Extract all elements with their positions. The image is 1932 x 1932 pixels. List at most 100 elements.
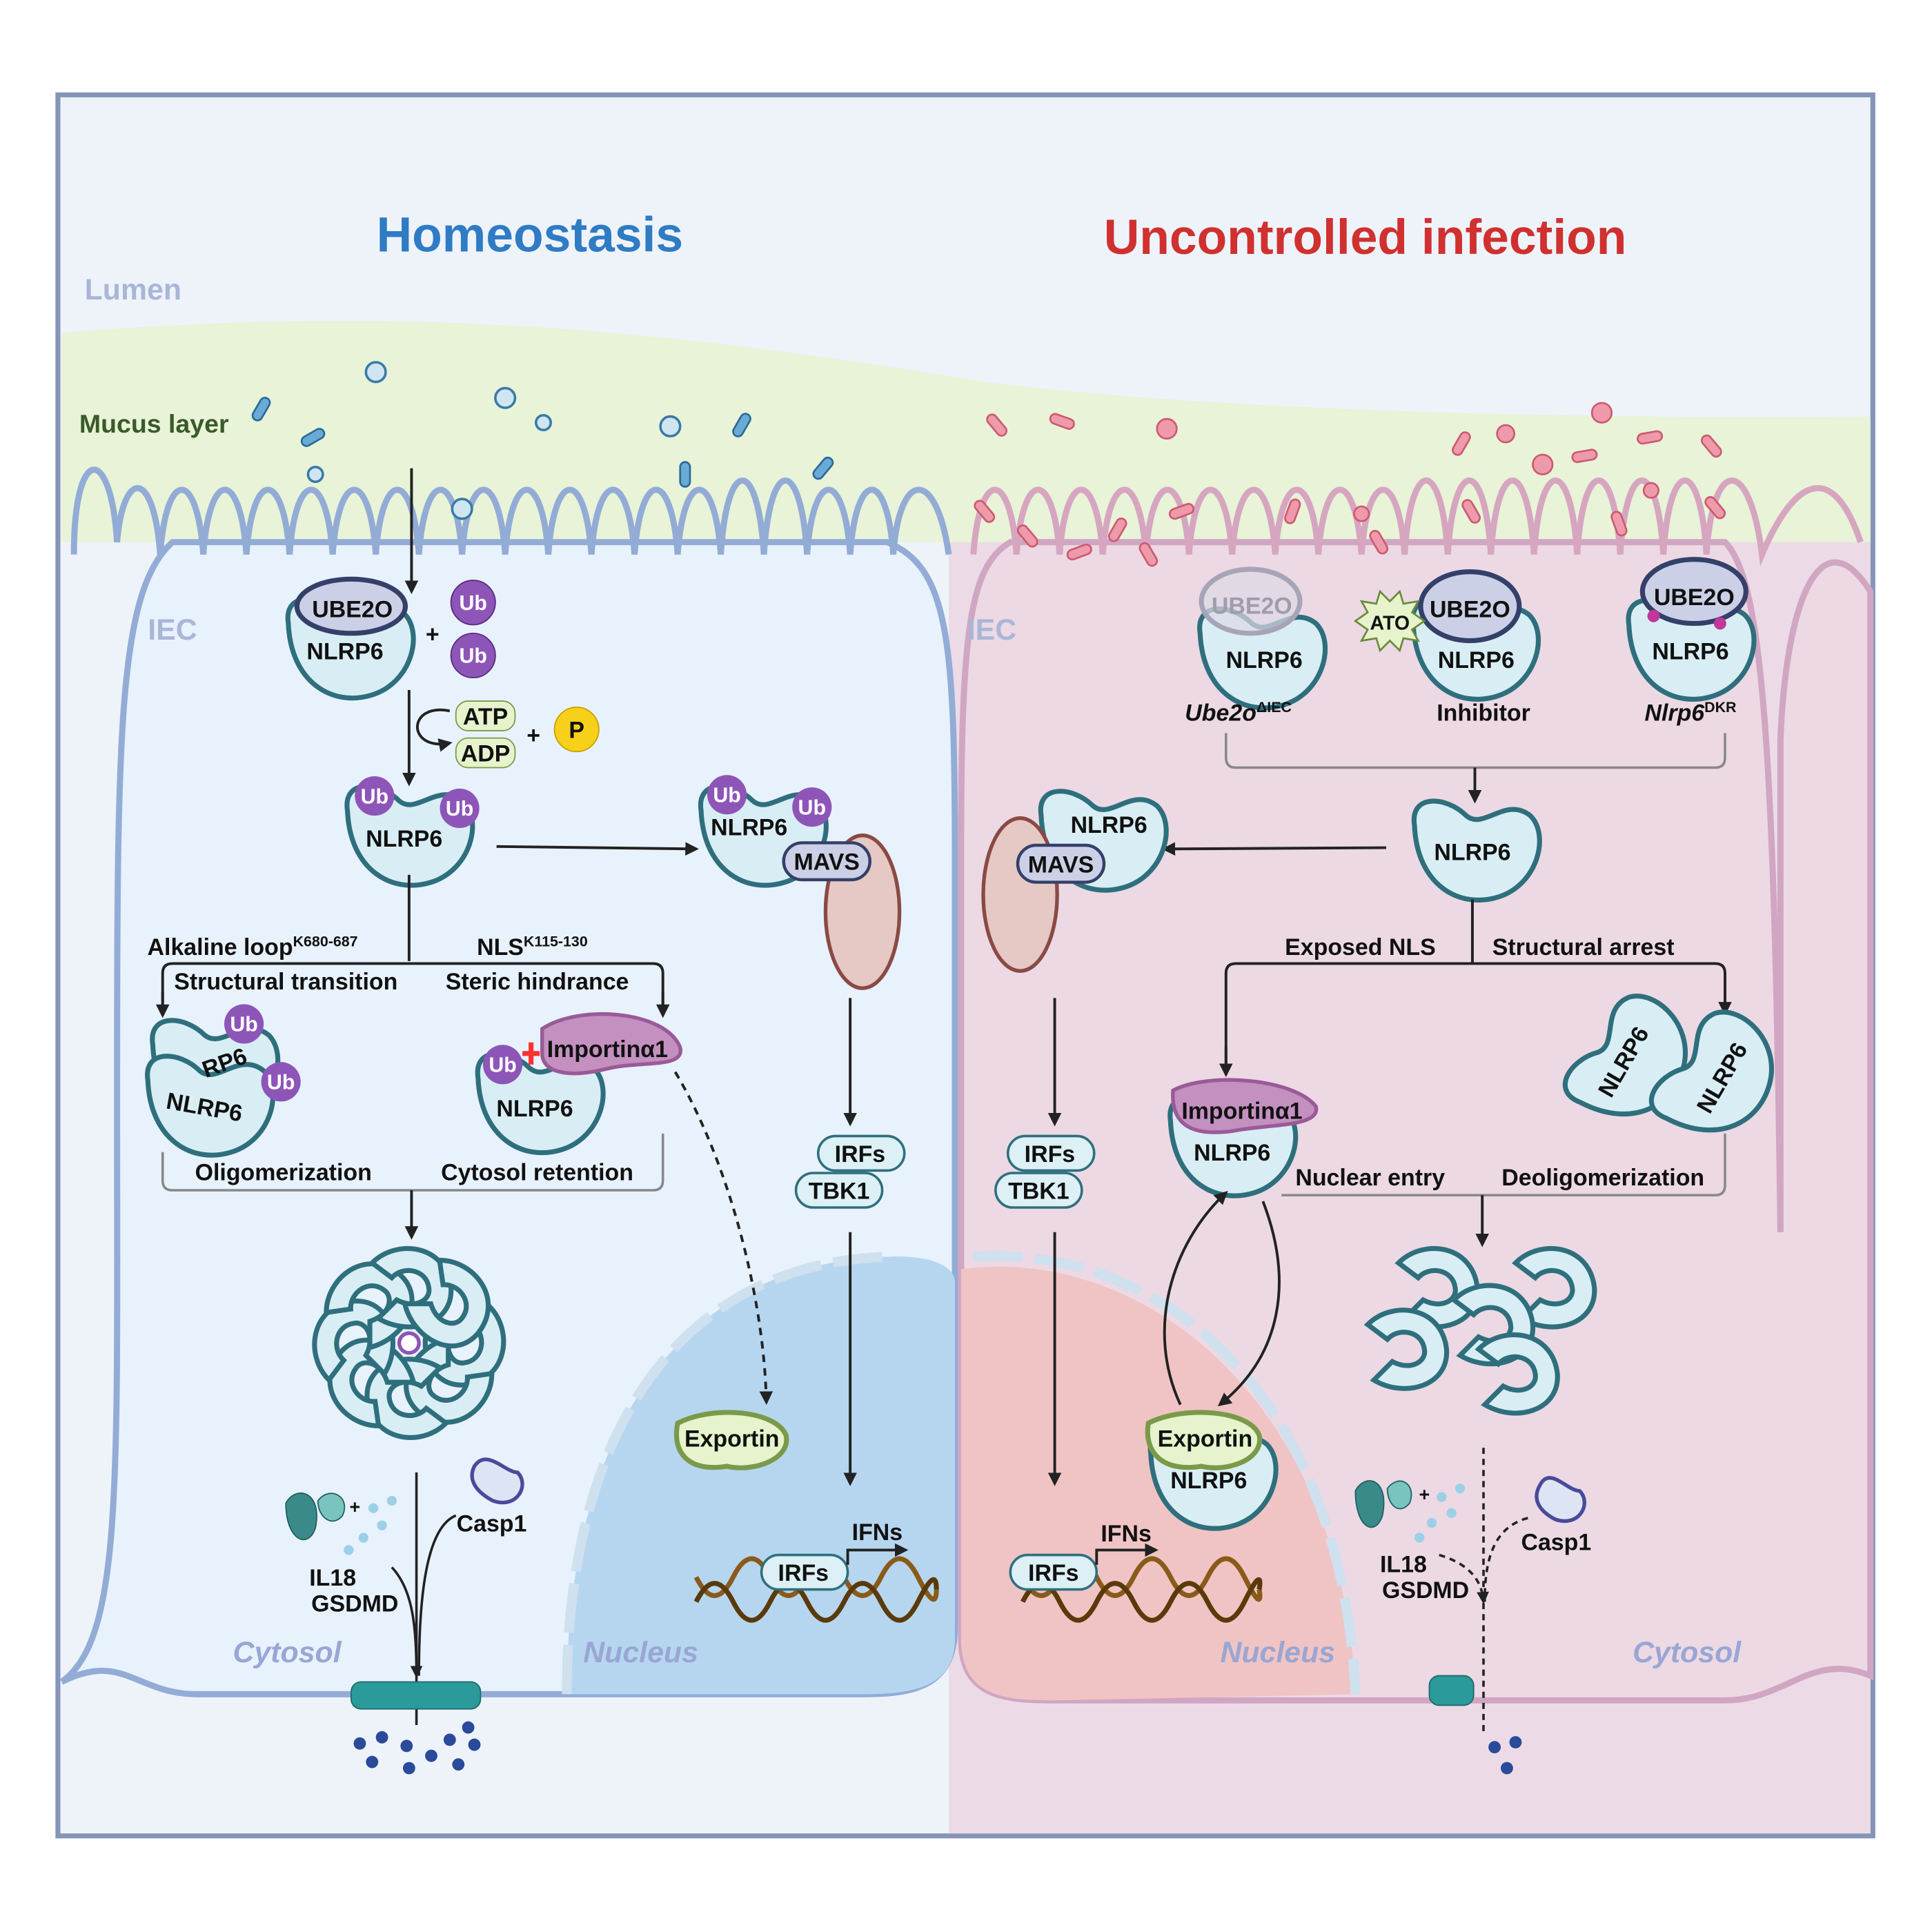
svg-text:Importinα1: Importinα1	[547, 1036, 668, 1063]
label-cytosol-right: Cytosol	[1633, 1636, 1742, 1669]
svg-text:UBE2O: UBE2O	[1212, 593, 1292, 619]
pathogenic-bacteria	[974, 402, 1726, 567]
svg-text:Ub: Ub	[713, 785, 740, 807]
label-inhibitor: Inhibitor	[1437, 700, 1530, 727]
svg-text:Ub: Ub	[489, 1054, 516, 1077]
label-alkaline-loop: Alkaline loopK680-687	[148, 933, 358, 960]
label-cytosol-retention: Cytosol retention	[441, 1160, 633, 1186]
block-cross-icon	[522, 1042, 540, 1065]
label-deoligomerization: Deoligomerization	[1501, 1165, 1704, 1191]
title-homeostasis: Homeostasis	[377, 207, 683, 262]
svg-text:UBE2O: UBE2O	[312, 597, 393, 623]
dna-right: IRFs IFNs	[1009, 1521, 1263, 1623]
ube2o-knockout-complex: UBE2O NLRP6 Ube2oΔIEC	[1185, 566, 1325, 727]
dashed-arrow-importin	[673, 1071, 773, 1406]
label-gsdmd-right: GSDMD	[1382, 1577, 1469, 1604]
nlrp6-mavs-right: MAVS NLRP6	[981, 791, 1166, 973]
svg-text:ATO: ATO	[1370, 613, 1410, 635]
label-exposed-nls: Exposed NLS	[1285, 934, 1436, 960]
nlrp6-dkr-complex: UBE2O NLRP6 Nlrp6DKR	[1628, 557, 1754, 727]
left-nuclear-envelope	[562, 1252, 887, 1695]
label-nucleus-right: Nucleus	[1220, 1636, 1335, 1669]
label-cytosol-left: Cytosol	[233, 1636, 342, 1669]
exportin-nlrp6-complex: Exportin NLRP6	[1145, 1410, 1276, 1528]
label-oligomerization: Oligomerization	[195, 1160, 372, 1186]
svg-text:Ub: Ub	[446, 798, 473, 820]
label-gsdmd: GSDMD	[311, 1591, 398, 1617]
branch-arrows-left	[161, 874, 664, 1013]
svg-text:ATP: ATP	[463, 704, 508, 730]
svg-text:NLRP6: NLRP6	[1438, 647, 1515, 673]
svg-text:NLRP6: NLRP6	[1652, 638, 1728, 664]
svg-text:+: +	[526, 722, 540, 749]
svg-text:NLRP6: NLRP6	[1434, 839, 1510, 865]
label-casp1-right: Casp1	[1521, 1529, 1591, 1555]
arrow-export-cycle	[1163, 1190, 1228, 1406]
left-microvilli	[70, 466, 952, 555]
label-lumen: Lumen	[85, 273, 181, 306]
il18-gsdmd-cluster-right: +	[1354, 1480, 1466, 1543]
exportin-left: Exportin	[674, 1410, 789, 1470]
arrow-import-cycle	[1217, 1201, 1281, 1407]
atp-adp: ATP ADP + P	[455, 700, 600, 769]
svg-text:ADP: ADP	[461, 741, 511, 767]
svg-text:NLRP6: NLRP6	[496, 1096, 573, 1122]
svg-text:Ub: Ub	[798, 796, 826, 819]
svg-text:NLRP6: NLRP6	[1226, 647, 1303, 673]
dna-left: IRFs IFNs	[693, 1519, 939, 1623]
svg-text:+: +	[1419, 1484, 1430, 1505]
svg-text:TBK1: TBK1	[1008, 1179, 1070, 1205]
svg-text:NLRP6: NLRP6	[366, 826, 442, 852]
arrested-nlrp6-pair: NLRP6 NLRP6	[1559, 982, 1793, 1156]
label-structural-transition: Structural transition	[174, 969, 397, 995]
svg-text:IRFs: IRFs	[1028, 1560, 1078, 1586]
mitochondrion-icon	[981, 816, 1059, 973]
arrow-to-mavs-right	[1161, 842, 1386, 856]
svg-text:TBK1: TBK1	[809, 1179, 870, 1205]
dashed-arrows-right	[1439, 1448, 1528, 1731]
svg-text:NLRP6: NLRP6	[306, 638, 383, 664]
branch-arrows-right	[1224, 899, 1726, 1070]
svg-text:Ub: Ub	[230, 1014, 257, 1036]
irfs-tbk1-left: IRFs TBK1	[794, 1134, 906, 1209]
svg-text:+: +	[349, 1497, 360, 1517]
right-nuclear-envelope	[973, 1251, 1361, 1695]
svg-text:IRFs: IRFs	[778, 1560, 829, 1586]
gsdmd-pore-left	[351, 1681, 482, 1710]
svg-text:Ub: Ub	[459, 645, 486, 668]
svg-text:Ub: Ub	[361, 785, 388, 808]
svg-text:Ub: Ub	[267, 1072, 295, 1094]
il18-gsdmd-cluster: +	[285, 1492, 397, 1555]
ubiquitinated-nlrp6: NLRP6 Ub Ub	[347, 776, 480, 885]
inhibitor-complex: ATO UBE2O NLRP6 Inhibitor	[1353, 569, 1538, 727]
label-nls: NLSK115-130	[477, 933, 588, 960]
mutation-site-icon	[1713, 617, 1726, 630]
mutation-site-icon	[1647, 609, 1660, 622]
label-il18-right: IL18	[1380, 1552, 1427, 1578]
label-ube2o-ko: Ube2oΔIEC	[1185, 699, 1292, 727]
svg-text:UBE2O: UBE2O	[1430, 597, 1510, 623]
free-nlrp6: NLRP6	[1414, 801, 1539, 900]
label-nuclear-entry: Nuclear entry	[1295, 1165, 1445, 1191]
nlrp6-importin-blocked: NLRP6 Ub Importinα1	[477, 1012, 682, 1153]
svg-text:Importinα1: Importinα1	[1181, 1098, 1302, 1124]
svg-text:IRFs: IRFs	[1025, 1141, 1075, 1167]
label-iec-right: IEC	[967, 613, 1016, 647]
ub-molecules: Ub Ub	[450, 580, 496, 679]
label-nucleus-left: Nucleus	[583, 1636, 698, 1669]
svg-text:P: P	[569, 718, 584, 744]
ube2o-nlrp6-complex: UBE2O NLRP6	[288, 576, 413, 698]
svg-text:Exportin: Exportin	[684, 1426, 780, 1452]
svg-text:Ub: Ub	[459, 592, 486, 615]
label-il18: IL18	[309, 1565, 356, 1591]
importin-nlrp6-complex: Importinα1 NLRP6	[1170, 1078, 1319, 1196]
svg-text:Exportin: Exportin	[1158, 1426, 1253, 1452]
ato-inhibitor-icon	[1353, 589, 1426, 653]
commensal-microbes	[251, 361, 834, 520]
svg-text:NLRP6: NLRP6	[711, 815, 787, 841]
svg-text:IFNs: IFNs	[1101, 1521, 1151, 1547]
atp-cycle-arrow	[416, 708, 453, 752]
label-nlrp6-dkr: Nlrp6DKR	[1644, 699, 1737, 727]
svg-text:NLRP6: NLRP6	[1170, 1468, 1247, 1494]
